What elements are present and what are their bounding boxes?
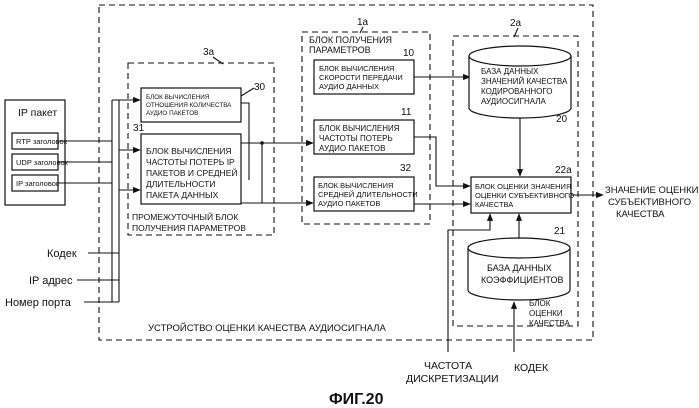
db21-top <box>468 238 570 258</box>
block-32-line-1: БЛОК ВЫЧИСЛЕНИЯ <box>318 181 393 190</box>
db20-line-1: БАЗА ДАННЫХ <box>481 67 539 76</box>
device-label: УСТРОЙСТВО ОЦЕНКИ КАЧЕСТВА АУДИОСИГНАЛА <box>148 322 387 334</box>
block-31-line-5: ПАКЕТА ДАННЫХ <box>146 190 219 200</box>
block-1a-parameter-acquisition: 1a БЛОК ПОЛУЧЕНИЯ ПАРАМЕТРОВ БЛОК ВЫЧИСЛ… <box>302 17 430 224</box>
block-10-line-3: АУДИО ДАННЫХ <box>319 82 379 91</box>
block-2a-quality-estimation: 2a БАЗА ДАННЫХ ЗНАЧЕНИЙ КАЧЕСТВА КОДИРОВ… <box>453 18 578 328</box>
block-10-ref: 10 <box>403 48 415 59</box>
block-22a-line-3: КАЧЕСТВА <box>475 200 513 209</box>
db21-line-1: БАЗА ДАННЫХ <box>487 263 552 273</box>
ip-packet: IP пакет RTP заголовок UDP заголовок IP … <box>5 100 69 205</box>
block-11-ref: 11 <box>401 107 412 118</box>
sampling-line-1: ЧАСТОТА <box>424 360 472 372</box>
arrow-11-to-22a <box>414 137 470 186</box>
ip-packet-title: IP пакет <box>18 107 57 119</box>
port-input-label: Номер порта <box>5 297 72 309</box>
block-11-line-1: БЛОК ВЫЧИСЛЕНИЯ <box>319 124 400 133</box>
db20-line-2: ЗНАЧЕНИЙ КАЧЕСТВА <box>481 77 568 86</box>
block-32-ref: 32 <box>400 163 412 174</box>
block-2a-caption-line-2: ОЦЕНКИ <box>529 309 563 318</box>
block-31-line-2: ЧАСТОТЫ ПОТЕРЬ IP <box>146 157 235 167</box>
output-line-1: ЗНАЧЕНИЕ ОЦЕНКИ <box>605 185 699 196</box>
db20-line-3: КОДИРОВАННОГО <box>481 87 552 96</box>
link-30-internal <box>241 103 249 180</box>
block-22a-ref: 22a <box>555 165 572 176</box>
block-1a-ref: 1a <box>357 17 369 28</box>
output-line-2: СУБЪЕКТИВНОГО <box>608 197 691 208</box>
ip-address-input-label: IP адрес <box>29 275 73 287</box>
block-31-ref: 31 <box>133 123 145 134</box>
block-30-ref: 30 <box>254 82 266 93</box>
block-30-line-3: АУДИО ПАКЕТОВ <box>146 110 198 117</box>
block-2a-ref: 2a <box>510 18 522 29</box>
block-30-leader <box>241 88 254 96</box>
block-31-line-1: БЛОК ВЫЧИСЛЕНИЯ <box>146 146 232 156</box>
block-30-line-1: БЛОК ВЫЧИСЛЕНИЯ <box>146 94 210 101</box>
block-30-line-2: ОТНОШЕНИЯ КОЛИЧЕСТВА <box>146 102 232 109</box>
db21-line-2: КОЭФФИЦИЕНТОВ <box>481 275 564 285</box>
figure-title: ФИГ.20 <box>329 391 384 408</box>
block-22a-line-1: БЛОК ОЦЕНКИ ЗНАЧЕНИЯ <box>475 182 571 191</box>
block-22a-line-2: ОЦЕНКИ СУБЪЕКТИВНОГО <box>475 191 574 200</box>
block-32-line-2: СРЕДНЕЙ ДЛИТЕЛЬНОСТИ <box>318 190 418 199</box>
block-1a-caption-line-1: БЛОК ПОЛУЧЕНИЯ <box>309 35 392 45</box>
block-3a-intermediate-parameter: 3a ПРОМЕЖУТОЧНЫЙ БЛОК ПОЛУЧЕНИЯ ПАРАМЕТР… <box>128 47 274 235</box>
block-2a-caption-line-1: БЛОК <box>529 299 551 308</box>
block-32-line-3: АУДИО ПАКЕТОВ <box>318 199 380 208</box>
ip-header-label: IP заголовок <box>16 179 60 188</box>
output-line-3: КАЧЕСТВА <box>616 209 665 220</box>
db20-top <box>469 46 571 66</box>
block-1a-caption-line-2: ПАРАМЕТРОВ <box>309 45 371 55</box>
block-31-line-3: ПАКЕТОВ И СРЕДНЕЙ <box>146 167 237 178</box>
db20-line-4: АУДИОСИГНАЛА <box>481 97 546 106</box>
codec-input-label: Кодек <box>47 248 77 260</box>
block-3a-caption-line-2: ПОЛУЧЕНИЯ ПАРАМЕТРОВ <box>132 223 246 233</box>
db20-ref: 20 <box>556 114 568 125</box>
block-2a-caption-line-3: КАЧЕСТВА <box>529 319 571 328</box>
block-3a-caption-line-1: ПРОМЕЖУТОЧНЫЙ БЛОК <box>132 211 238 222</box>
codec-bottom-label: КОДЕК <box>514 362 549 374</box>
block-10-line-1: БЛОК ВЫЧИСЛЕНИЯ <box>319 64 394 73</box>
block-11-line-2: ЧАСТОТЫ ПОТЕРЬ <box>319 134 393 143</box>
db21-ref: 21 <box>554 226 566 237</box>
sampling-line-2: ДИСКРЕТИЗАЦИИ <box>406 373 499 385</box>
block-11-line-3: АУДИО ПАКЕТОВ <box>319 144 386 153</box>
block-3a-ref: 3a <box>203 47 215 58</box>
block-10-line-2: СКОРОСТИ ПЕРЕДАЧИ <box>319 73 403 82</box>
block-31-line-4: ДЛИТЕЛЬНОСТИ <box>146 179 215 189</box>
